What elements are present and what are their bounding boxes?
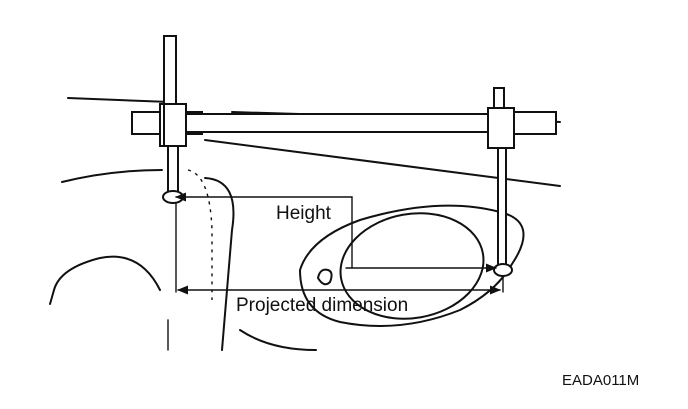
mounting-hole-flange	[299, 204, 525, 327]
gauge-crossbar	[163, 103, 515, 149]
height-dimension	[174, 192, 498, 273]
projected-dimension-label: Projected dimension	[236, 295, 409, 316]
projected-dimension	[175, 203, 504, 295]
figure-code-label: EADA011M	[562, 372, 640, 389]
height-label: Height	[276, 203, 331, 224]
